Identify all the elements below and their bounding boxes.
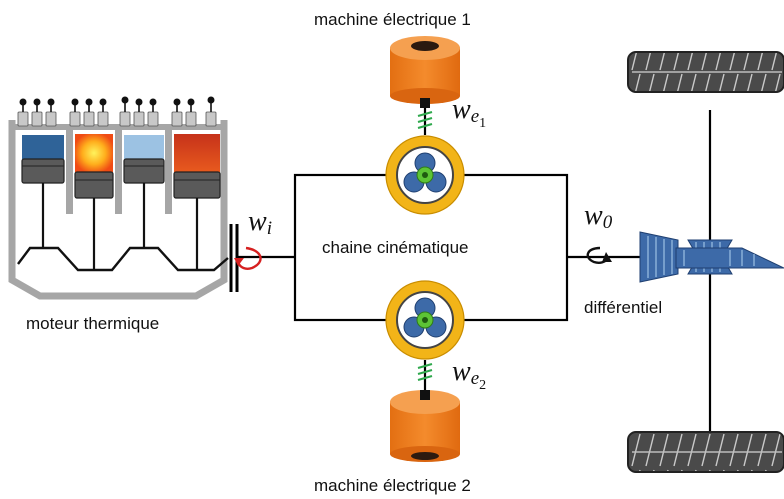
cylinder-4	[174, 134, 220, 172]
planetary-gear-icon	[385, 135, 465, 215]
machine-1-label: machine électrique 1	[314, 10, 471, 29]
output-speed-symbol: w0	[584, 200, 613, 234]
electric-machine-icon	[390, 36, 460, 108]
differential-label: différentiel	[582, 298, 665, 318]
cylinder-1	[22, 135, 64, 159]
planetary-gear-icon	[385, 280, 465, 360]
cylinder-2	[75, 134, 113, 172]
spark-plug-icon	[17, 96, 217, 127]
engine-label: moteur thermique	[26, 314, 160, 333]
differential-icon	[639, 231, 784, 283]
cylinder-3	[124, 135, 164, 159]
wheel-icon	[627, 51, 784, 93]
machine-2-label: machine électrique 2	[314, 476, 471, 495]
transmission-label: chaine cinématique	[322, 238, 469, 257]
wheel-icon	[627, 431, 784, 473]
input-speed-symbol: wi	[248, 206, 272, 240]
machine-2-speed-symbol: we2	[452, 356, 487, 393]
engine-icon	[8, 96, 229, 300]
electric-machine-icon	[390, 390, 460, 462]
machine-1-speed-symbol: we1	[452, 94, 487, 131]
input-rotation-arrow	[234, 246, 262, 270]
output-rotation-arrow	[586, 246, 612, 264]
spring-icon	[417, 362, 433, 382]
spring-icon	[417, 110, 433, 130]
